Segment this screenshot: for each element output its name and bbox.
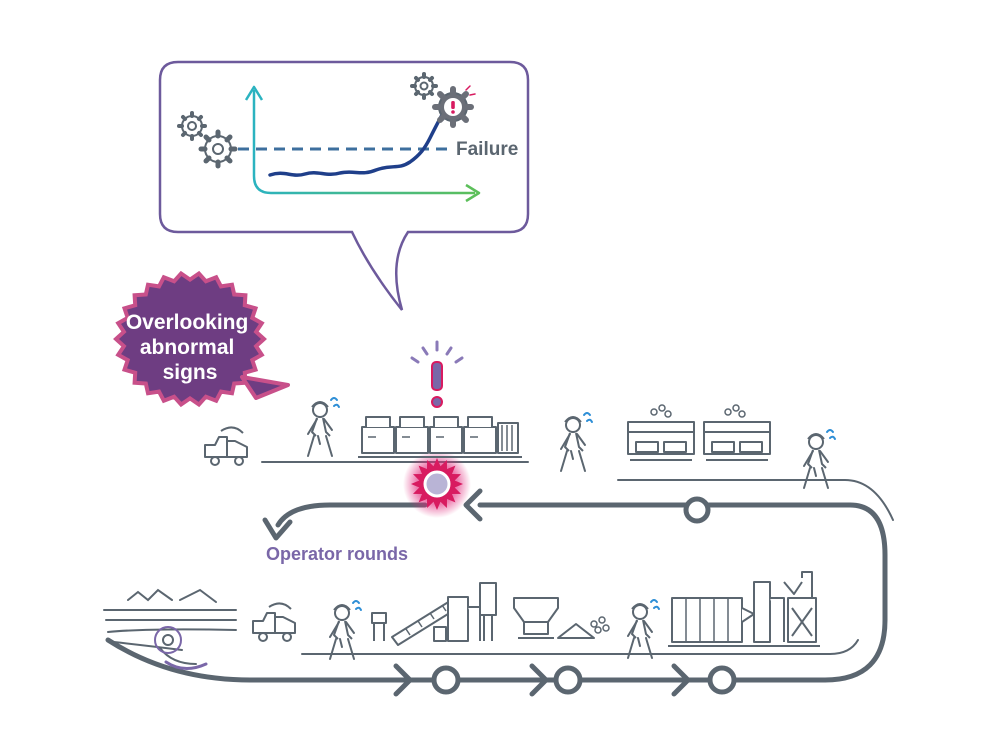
svg-text:Overlooking abnormal: Overlooking abnormal signs [126,311,254,384]
hopper-pile-icon [513,597,610,639]
worker-icon [307,397,340,457]
worker-torso [807,449,827,469]
hopper-machine-group [627,404,771,461]
worker-helmet [333,604,351,611]
sweat-drops [650,599,660,610]
dump-truck-icon [204,426,248,466]
worker-arms [627,620,653,637]
worker-helmet [631,603,649,610]
gear-icon [410,72,438,100]
worker-torso [564,432,584,452]
worker-icon [627,599,660,659]
worker-torso [333,620,353,640]
worker-legs [329,638,355,660]
worker-arms [329,621,355,638]
checkpoint-ring [553,665,583,695]
callout-bubble [158,60,530,311]
sweat-drops [330,397,340,408]
worker-icon [329,600,362,660]
worker-arms [560,433,586,450]
operator-rounds-label: Operator rounds [266,544,408,564]
badge-line-3: signs [163,361,218,384]
warning-badge: Overlooking abnormal signs [113,270,290,408]
worker-legs [307,435,333,457]
checkpoint-ring [707,665,737,695]
worker-helmet [311,401,329,408]
worker-helmet [564,416,582,423]
worker-legs [803,467,829,489]
kiln-mill-icon [668,571,820,647]
badge-line-2: abnormal [140,336,235,359]
checkpoint-ring [431,665,461,695]
checkpoint-ring [683,496,711,524]
trend-chart: Failure [238,85,518,203]
worker-legs [627,637,653,659]
sweat-drops [826,429,836,440]
y-axis-arrowhead [244,85,264,101]
badge-line-1: Overlooking [126,311,249,334]
sweat-drops [352,600,362,611]
worker-icon [803,429,836,489]
lower-flow-line [105,637,828,683]
failure-label: Failure [456,139,518,160]
worker-arms [803,450,829,467]
dump-truck-icon [252,602,296,642]
crusher-conveyor-icon [371,582,497,646]
gear-alert-icon [432,85,476,128]
quarry-excavator-icon [103,588,237,670]
worker-legs [560,450,586,472]
sweat-drops [583,412,593,423]
worker-arms [307,418,333,435]
x-axis-arrowhead [465,183,481,203]
condition-trend-line [268,106,448,177]
exclamation-alert-icon [410,340,464,408]
failure-burst-icon [403,450,471,518]
worker-helmet [807,433,825,440]
worker-icon [560,412,593,472]
process-track [105,461,894,697]
worker-torso [311,417,331,437]
gear-icon [198,129,238,169]
worker-torso [631,619,651,639]
tank-machine-group [358,416,522,458]
gear-icon [177,111,207,141]
